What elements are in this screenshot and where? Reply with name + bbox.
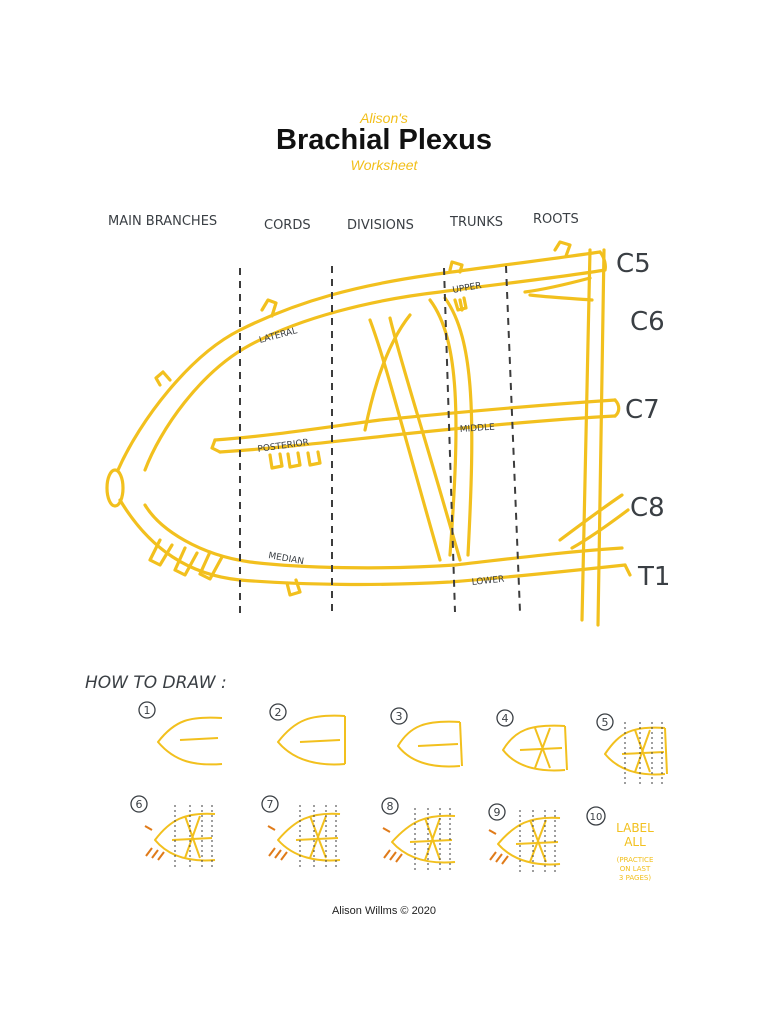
- step-10-text: LABEL ALL (PRACTICE ON LAST 3 PAGES): [616, 821, 654, 882]
- step-5-number: 5: [602, 716, 609, 729]
- branch-lower-1: [148, 538, 174, 567]
- t1-lower-tract: [118, 498, 627, 587]
- step-4-number: 4: [502, 712, 509, 725]
- cord-lateral: LATERAL: [258, 326, 298, 346]
- c7-tip: [613, 398, 621, 418]
- step-guides: [174, 722, 663, 872]
- step-1-drawing: [157, 716, 223, 766]
- trunk-upper: UPPER: [452, 281, 483, 296]
- cord-posterior: POSTERIOR: [257, 438, 310, 455]
- root-c6: C6: [630, 307, 665, 337]
- step-9-number: 9: [494, 806, 501, 819]
- column-trunks: TRUNKS: [449, 215, 503, 230]
- step-9-drawing: [497, 816, 561, 866]
- column-cords: CORDS: [264, 218, 311, 233]
- division-cross-4: [428, 298, 458, 557]
- practice-note-3: 3 PAGES): [619, 874, 651, 882]
- branch-posterior-2: [286, 451, 302, 469]
- step-branch-accents: [144, 825, 509, 865]
- practice-note-1: (PRACTICE: [617, 856, 654, 864]
- division-cross-2: [388, 316, 462, 562]
- root-c8: C8: [630, 493, 665, 523]
- page-title: Brachial Plexus: [276, 124, 492, 156]
- step-8-drawing: [391, 814, 456, 864]
- column-roots: ROOTS: [533, 212, 579, 227]
- trunk-lower: LOWER: [471, 575, 504, 588]
- column-divisions: DIVISIONS: [347, 218, 414, 233]
- nerve-tracts: [105, 240, 632, 627]
- step-5-drawing: [604, 726, 666, 776]
- branch-posterior-3: [306, 450, 322, 467]
- c5-upper-tract-inner: [143, 268, 607, 472]
- label-all-line-1: LABEL: [616, 821, 654, 835]
- c8-lower: [570, 508, 630, 550]
- label-all-line-2: ALL: [624, 835, 646, 849]
- branch-lower-3: [198, 550, 224, 581]
- page-subtitle: Worksheet: [350, 157, 418, 173]
- spine-line-left: [580, 248, 592, 622]
- root-t1: T1: [637, 562, 670, 592]
- branch-left-top: [154, 370, 172, 387]
- division-cross-1: [368, 318, 442, 562]
- t1-lower-tract-inner: [143, 503, 624, 570]
- c8-upper: [558, 493, 624, 542]
- practice-note-2: ON LAST: [620, 865, 651, 873]
- step-2-number: 2: [275, 706, 282, 719]
- how-to-heading: HOW TO DRAW :: [85, 673, 227, 693]
- step-thumbnails: [154, 714, 668, 866]
- trunk-middle: MIDDLE: [460, 423, 496, 435]
- step-10-number: 10: [590, 812, 603, 823]
- column-headers: MAIN BRANCHES CORDS DIVISIONS TRUNKS ROO…: [108, 212, 579, 233]
- step-3-drawing: [397, 720, 461, 768]
- base-stump: [105, 468, 125, 508]
- t1-tail: [623, 563, 632, 577]
- c6-upper: [523, 276, 592, 294]
- root-c5: C5: [616, 249, 651, 279]
- step-3-number: 3: [396, 710, 403, 723]
- division-cross-3: [363, 313, 412, 432]
- c7-middle-tract-inner: [218, 414, 617, 454]
- branch-lower-2: [173, 546, 199, 577]
- branch-upper-trunk: [448, 260, 464, 274]
- branch-lateral-top: [260, 298, 278, 318]
- c6-lower: [528, 293, 594, 302]
- author-label: Alison's: [360, 110, 408, 126]
- branch-stub: [458, 298, 464, 312]
- step-6-number: 6: [136, 798, 143, 811]
- branch-posterior-1: [268, 452, 284, 470]
- branch-c5: [553, 240, 572, 258]
- branch-posterior-end: [210, 438, 222, 454]
- branch-median: [285, 578, 302, 597]
- step-2-drawing: [277, 714, 346, 766]
- column-main-branches: MAIN BRANCHES: [108, 214, 217, 229]
- division-cross-5: [443, 296, 474, 557]
- step-4-drawing: [502, 724, 566, 772]
- c7-middle-tract: [213, 398, 617, 442]
- step-numbers: 1 2 3 4 5 6 7 8 9 10: [130, 701, 614, 826]
- step-7-drawing: [277, 812, 341, 862]
- step-7-number: 7: [267, 798, 274, 811]
- c5-tip: [598, 250, 607, 272]
- spine-line-right: [596, 248, 606, 627]
- column-dividers: [239, 265, 521, 615]
- divider-3: [443, 267, 456, 613]
- step-8-number: 8: [387, 800, 394, 813]
- divider-4: [505, 265, 521, 613]
- footer-credit: Alison Willms © 2020: [331, 905, 437, 917]
- step-1-number: 1: [144, 704, 151, 717]
- root-c7: C7: [625, 395, 660, 425]
- step-6-drawing: [154, 812, 216, 862]
- root-labels: C5 C6 C7 C8 T1: [616, 249, 670, 592]
